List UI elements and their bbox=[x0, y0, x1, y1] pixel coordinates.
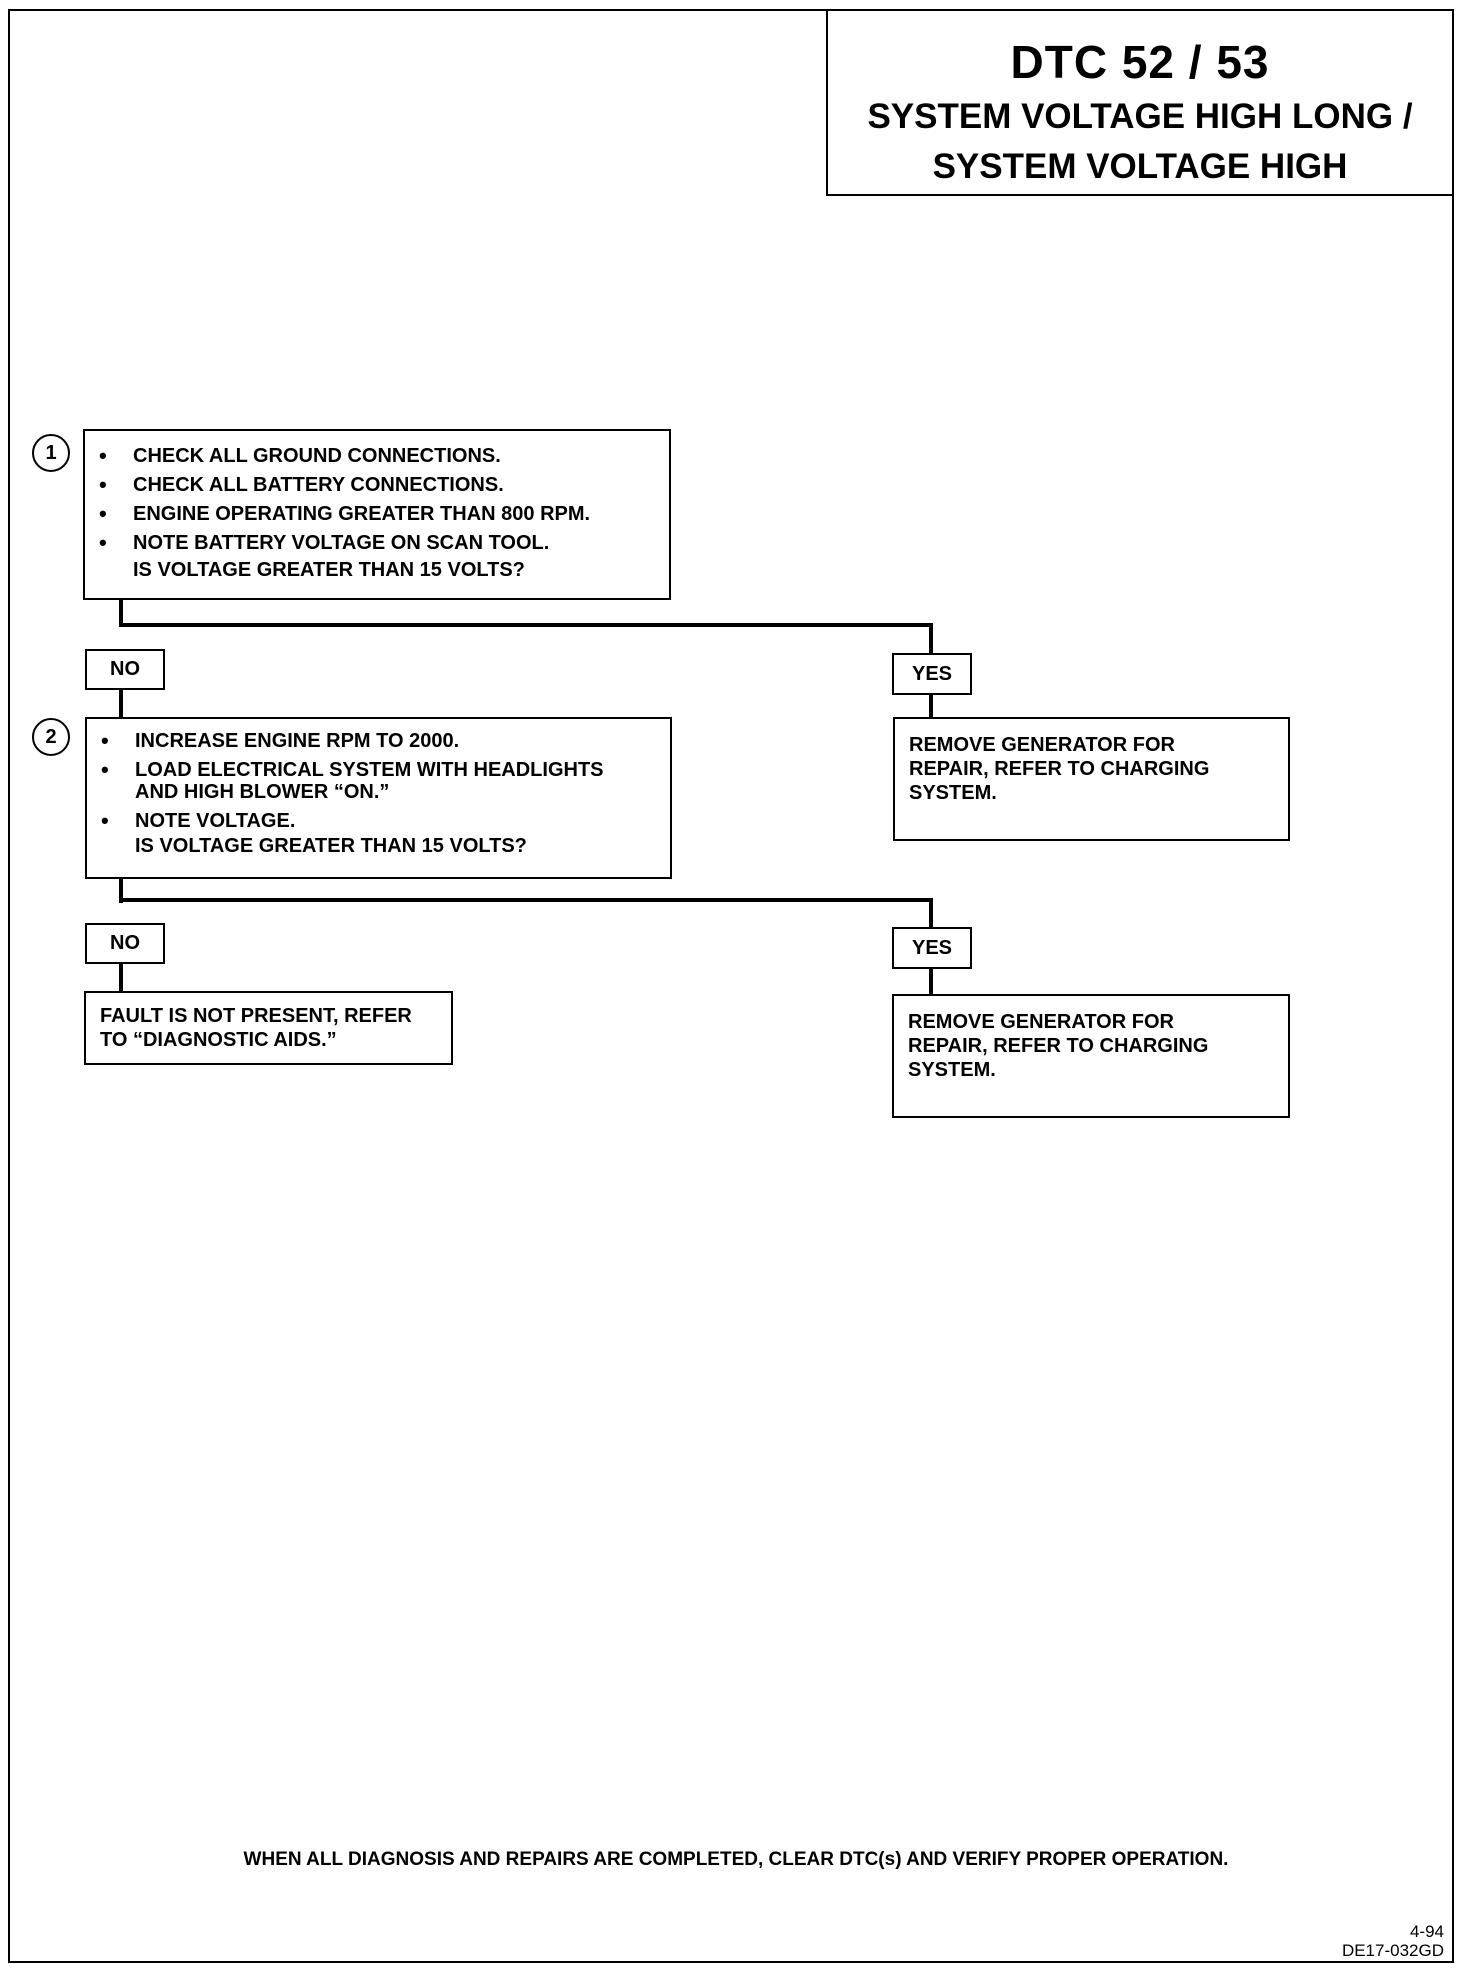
step-2-bullet: NOTE VOLTAGE. bbox=[87, 810, 670, 832]
step-2-question: IS VOLTAGE GREATER THAN 15 VOLTS? bbox=[135, 835, 527, 857]
step-2-box: INCREASE ENGINE RPM TO 2000. LOAD ELECTR… bbox=[85, 717, 672, 879]
title-line-1: SYSTEM VOLTAGE HIGH LONG / bbox=[867, 97, 1413, 136]
result-line: FAULT IS NOT PRESENT, REFER bbox=[100, 1005, 412, 1027]
connector-line bbox=[929, 898, 933, 928]
connector-line bbox=[119, 962, 123, 992]
footer-note: WHEN ALL DIAGNOSIS AND REPAIRS ARE COMPL… bbox=[243, 1849, 1229, 1870]
step-1-bullet: NOTE BATTERY VOLTAGE ON SCAN TOOL. bbox=[85, 532, 669, 554]
connector-line bbox=[119, 623, 933, 627]
step-1-bullet: CHECK ALL GROUND CONNECTIONS. bbox=[85, 445, 669, 467]
step-1-yes-label: YES bbox=[892, 653, 972, 695]
step-2-number: 2 bbox=[32, 718, 70, 756]
step-1-box: CHECK ALL GROUND CONNECTIONS. CHECK ALL … bbox=[83, 429, 671, 600]
step-1-bullets: CHECK ALL GROUND CONNECTIONS. CHECK ALL … bbox=[85, 445, 669, 554]
page-frame bbox=[8, 9, 1454, 1963]
connector-line bbox=[119, 898, 933, 902]
step-2-bullet: LOAD ELECTRICAL SYSTEM WITH HEADLIGHTS A… bbox=[87, 759, 670, 803]
step-1-yes-result: REMOVE GENERATOR FOR REPAIR, REFER TO CH… bbox=[893, 717, 1290, 841]
result-line: REPAIR, REFER TO CHARGING bbox=[908, 1035, 1209, 1057]
step-2-yes-result: REMOVE GENERATOR FOR REPAIR, REFER TO CH… bbox=[892, 994, 1290, 1118]
step-2-no-result: FAULT IS NOT PRESENT, REFER TO “DIAGNOST… bbox=[84, 991, 453, 1065]
title-block: DTC 52 / 53 SYSTEM VOLTAGE HIGH LONG / S… bbox=[826, 9, 1454, 196]
title-line-2: SYSTEM VOLTAGE HIGH bbox=[932, 147, 1348, 186]
step-1-no-label: NO bbox=[85, 649, 165, 690]
connector-line bbox=[119, 600, 123, 627]
page-number: 4-94 bbox=[1409, 1922, 1444, 1941]
document-code: 4-94 DE17-032GD bbox=[1342, 1922, 1444, 1960]
result-line: SYSTEM. bbox=[909, 782, 997, 804]
connector-line bbox=[119, 879, 123, 903]
step-1-number: 1 bbox=[32, 434, 70, 472]
step-2-bullets: INCREASE ENGINE RPM TO 2000. LOAD ELECTR… bbox=[87, 730, 670, 832]
connector-line bbox=[929, 968, 933, 995]
connector-line bbox=[119, 688, 123, 718]
step-1-bullet: ENGINE OPERATING GREATER THAN 800 RPM. bbox=[85, 503, 669, 525]
step-2-bullet: INCREASE ENGINE RPM TO 2000. bbox=[87, 730, 670, 752]
step-2-no-label: NO bbox=[85, 923, 165, 964]
connector-line bbox=[929, 694, 933, 718]
result-line: REMOVE GENERATOR FOR bbox=[908, 1011, 1174, 1033]
result-line: REMOVE GENERATOR FOR bbox=[909, 734, 1175, 756]
step-2-yes-label: YES bbox=[892, 927, 972, 969]
connector-line bbox=[929, 623, 933, 654]
dtc-code-title: DTC 52 / 53 bbox=[1010, 36, 1270, 88]
result-line: TO “DIAGNOSTIC AIDS.” bbox=[100, 1029, 337, 1051]
result-line: SYSTEM. bbox=[908, 1059, 996, 1081]
result-line: REPAIR, REFER TO CHARGING bbox=[909, 758, 1210, 780]
step-1-question: IS VOLTAGE GREATER THAN 15 VOLTS? bbox=[133, 559, 525, 581]
doc-code: DE17-032GD bbox=[1341, 1941, 1444, 1960]
step-1-bullet: CHECK ALL BATTERY CONNECTIONS. bbox=[85, 474, 669, 496]
